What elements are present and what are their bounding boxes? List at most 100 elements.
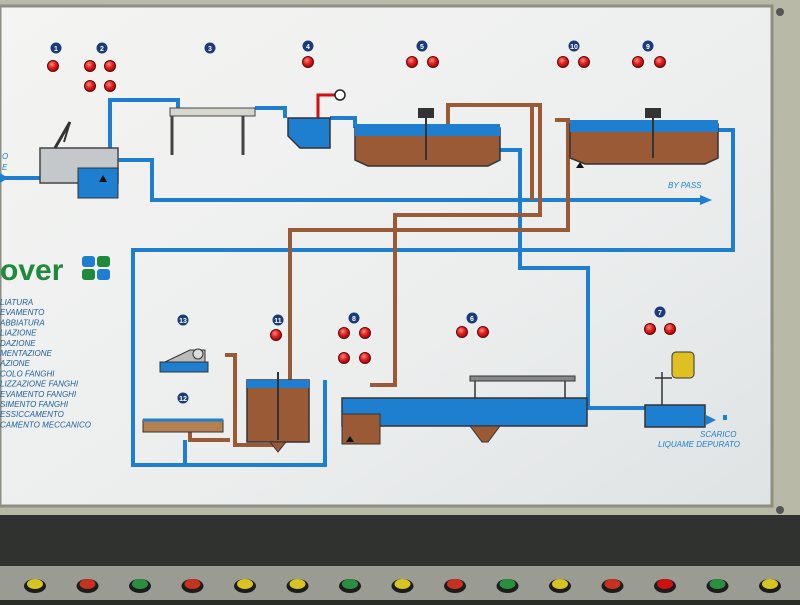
indicator-badge	[177, 314, 189, 326]
alarm-lamp	[104, 80, 116, 92]
legend: LIATURAEVAMENTOABBIATURALIAZIONEDAZIONEM…	[0, 298, 91, 429]
sludge-pipes	[188, 103, 570, 447]
bridge-scraper	[469, 375, 576, 382]
alarm-lamp	[427, 56, 439, 68]
console-lamp[interactable]	[657, 579, 673, 589]
chemical-tank	[671, 351, 695, 379]
brand-name: over	[0, 254, 64, 287]
indicator-number: 8	[352, 316, 356, 323]
indicator-badge	[302, 40, 314, 52]
denitrification-water	[570, 120, 718, 132]
alarm-lamp	[654, 56, 666, 68]
console-lamp[interactable]	[184, 579, 201, 589]
indicator-badge	[642, 40, 654, 52]
inlet-label: O	[2, 152, 8, 161]
console-lamp[interactable]	[394, 579, 411, 589]
belt-press	[159, 361, 209, 373]
console-lamp[interactable]	[289, 579, 306, 589]
indicator-badge	[466, 312, 478, 324]
indicator-badge	[50, 42, 62, 54]
console-lamp[interactable]	[27, 579, 43, 589]
alarm-lamp	[84, 60, 96, 72]
console-lamp[interactable]	[447, 579, 463, 589]
indicator-number: 9	[646, 44, 650, 51]
alarm-lamp	[477, 326, 489, 338]
drying-bed	[142, 419, 224, 433]
pump-icon	[99, 175, 107, 182]
console-lamp[interactable]	[604, 579, 621, 589]
inlet-arrow	[0, 173, 8, 183]
console-lamp[interactable]	[499, 579, 516, 589]
discharge-arrow	[706, 415, 716, 425]
legend-item: ABBIATURA	[0, 318, 45, 327]
pump-icon	[576, 162, 584, 168]
alarm-lamp	[270, 329, 282, 341]
bypass-label: BY PASS	[668, 181, 702, 190]
indicator-badge	[177, 392, 189, 404]
indicator-number: 2	[100, 46, 104, 53]
console-lamp[interactable]	[762, 579, 778, 589]
discharge-tank	[644, 404, 706, 428]
legend-item: AZIONE	[0, 359, 30, 368]
alarm-lamp	[84, 80, 96, 92]
console-lamp[interactable]	[709, 579, 726, 589]
indicator-number: 5	[420, 44, 424, 51]
console-lamp[interactable]	[552, 579, 568, 589]
discharge-label: LIQUAME DEPURATO	[658, 440, 740, 449]
alarm-lamp	[338, 327, 350, 339]
instrument-icon	[334, 89, 346, 101]
screw	[776, 506, 784, 514]
console-lamp[interactable]	[237, 579, 253, 589]
indicator-number: 12	[179, 396, 187, 403]
legend-item: DAZIONE	[0, 339, 36, 348]
pump-icon	[346, 436, 354, 442]
alarm-lamp	[644, 323, 656, 335]
panel-face	[0, 4, 774, 508]
legend-item: LIZZAZIONE FANGHI	[0, 380, 79, 389]
lift-well	[77, 167, 119, 199]
legend-item: COLO FANGHI	[0, 369, 55, 378]
indicator-badge	[96, 42, 108, 54]
legend-item: CAMENTO MECCANICO	[0, 420, 91, 429]
alarm-lamp	[302, 56, 314, 68]
alarm-lamp	[406, 56, 418, 68]
mixer-icon	[418, 108, 434, 118]
indicator-badge	[654, 306, 666, 318]
indicator-badge	[568, 40, 580, 52]
alarm-lamp	[578, 56, 590, 68]
discharge-label: SCARICO	[700, 430, 736, 439]
grit-channel	[169, 107, 256, 117]
alarm-lamp	[359, 352, 371, 364]
legend-item: LIAZIONE	[0, 329, 37, 338]
alarm-lamp	[338, 352, 350, 364]
legend-item: ESSICCAMENTO	[0, 410, 64, 419]
alarm-lamp	[359, 327, 371, 339]
settler	[341, 397, 588, 427]
mixer-icon	[645, 108, 661, 118]
indicator-number: 6	[470, 316, 474, 323]
alarm-lamp	[104, 60, 116, 72]
instrument-line	[316, 93, 338, 128]
indicator-number: 7	[658, 310, 662, 317]
dosing-tank	[287, 117, 331, 149]
alarm-lamp	[47, 60, 59, 72]
legend-item: EVAMENTO	[0, 308, 44, 317]
alarm-lamp	[557, 56, 569, 68]
legend-item: SIMENTO FANGHI	[0, 400, 69, 409]
console-lamp[interactable]	[79, 579, 96, 589]
screw	[776, 8, 784, 16]
indicator-number: 10	[570, 44, 578, 51]
console-lamp[interactable]	[342, 579, 358, 589]
legend-item: LIATURA	[0, 298, 33, 307]
console-lamps	[24, 579, 781, 593]
water-pipes	[0, 98, 735, 467]
indicator-badge	[348, 312, 360, 324]
console-lamp[interactable]	[132, 579, 148, 589]
indicator-number: 4	[306, 44, 310, 51]
indicator-badge	[416, 40, 428, 52]
indicator-number: 13	[179, 318, 187, 325]
screen-rake-icon	[53, 121, 72, 149]
bypass-arrow	[700, 195, 712, 205]
